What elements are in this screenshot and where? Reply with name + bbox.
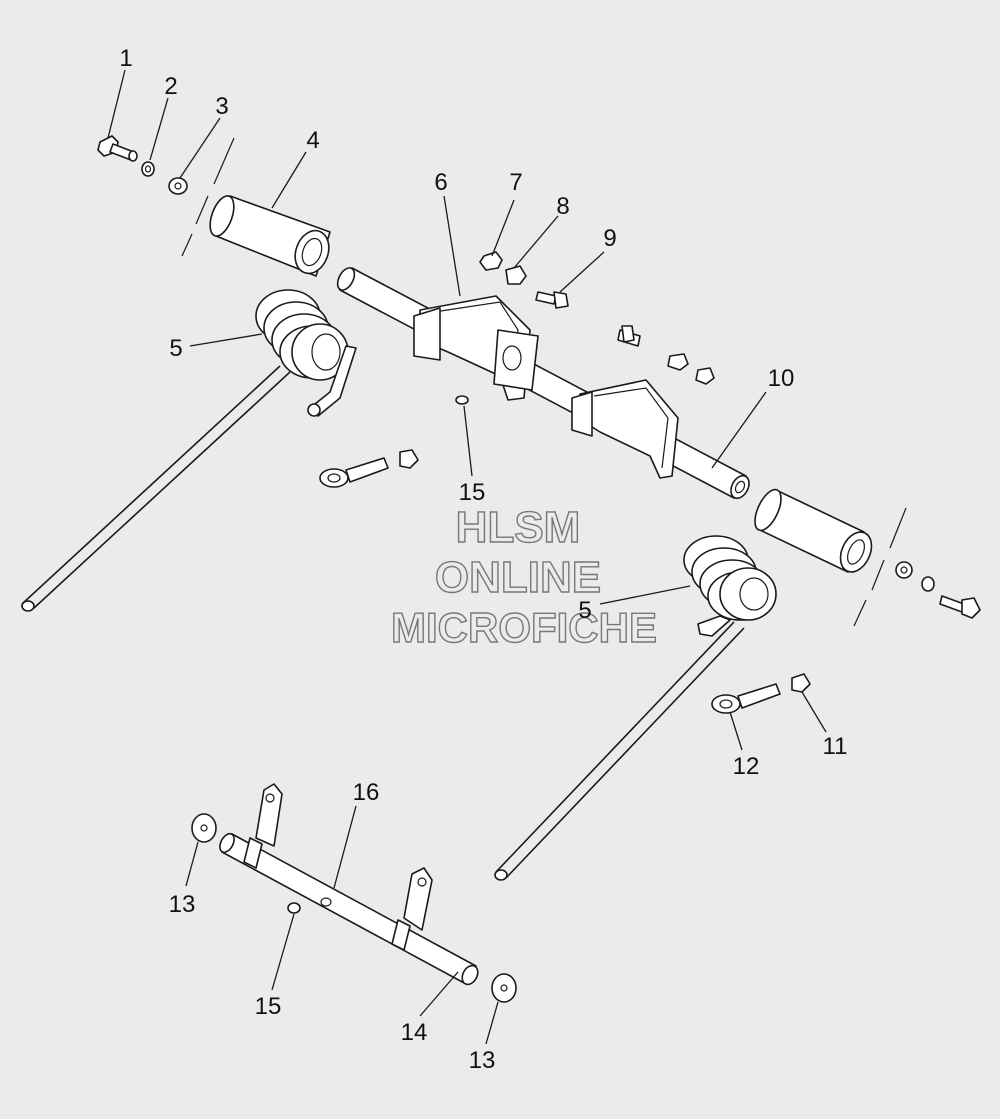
nut-left (399, 449, 419, 469)
bracket-right (571, 379, 679, 479)
hardware-right-set (617, 325, 715, 385)
part-15-grease-fitting-top (455, 395, 469, 405)
callout-13-left: 13 (169, 891, 196, 918)
part-13-washer-left (191, 813, 217, 843)
callout-1: 1 (119, 45, 132, 72)
callout-7: 7 (509, 169, 522, 196)
callout-8: 8 (556, 193, 569, 220)
part-15-grease-fitting-bottom (287, 902, 301, 914)
part-5-spring-left (21, 289, 357, 612)
hardware-right-stack (895, 561, 981, 619)
callout-16: 16 (353, 779, 380, 806)
part-1-bolt (97, 135, 138, 162)
callout-3: 3 (215, 93, 228, 120)
callout-13-right: 13 (469, 1047, 496, 1074)
eye-bolt-left (319, 457, 389, 488)
break-line-left (181, 137, 235, 257)
callout-5-left: 5 (169, 335, 182, 362)
watermark-line-3: MICROFICHE (391, 604, 657, 651)
part-2-lock-washer (141, 161, 155, 177)
break-line-right (853, 507, 907, 627)
part-8-spacer (505, 265, 527, 285)
part-11-nut (791, 673, 811, 693)
callout-14: 14 (401, 1019, 428, 1046)
part-12-eye-bolt (711, 683, 781, 714)
watermark-line-2: ONLINE (435, 553, 601, 602)
part-5-spring-right (494, 535, 777, 881)
callout-2: 2 (164, 73, 177, 100)
callout-12: 12 (733, 753, 760, 780)
callout-10: 10 (768, 365, 795, 392)
leader-lines (107, 69, 827, 1045)
sleeve-right (754, 488, 873, 573)
part-13-washer-right (491, 973, 517, 1003)
part-9-bolt (535, 291, 569, 309)
watermark-line-1: HLSM (456, 503, 581, 552)
callout-5-right: 5 (578, 597, 591, 624)
callout-4: 4 (306, 127, 319, 154)
callout-9: 9 (603, 225, 616, 252)
part-16-lower-shaft (219, 783, 479, 986)
callout-11: 11 (823, 733, 848, 760)
callout-6: 6 (434, 169, 447, 196)
callout-15-top: 15 (459, 479, 486, 506)
part-3-washer (168, 177, 188, 195)
part-6-bracket (413, 295, 539, 401)
part-7-nut (479, 251, 503, 271)
part-4-sleeve (209, 195, 331, 277)
callout-15-bottom: 15 (255, 993, 282, 1020)
